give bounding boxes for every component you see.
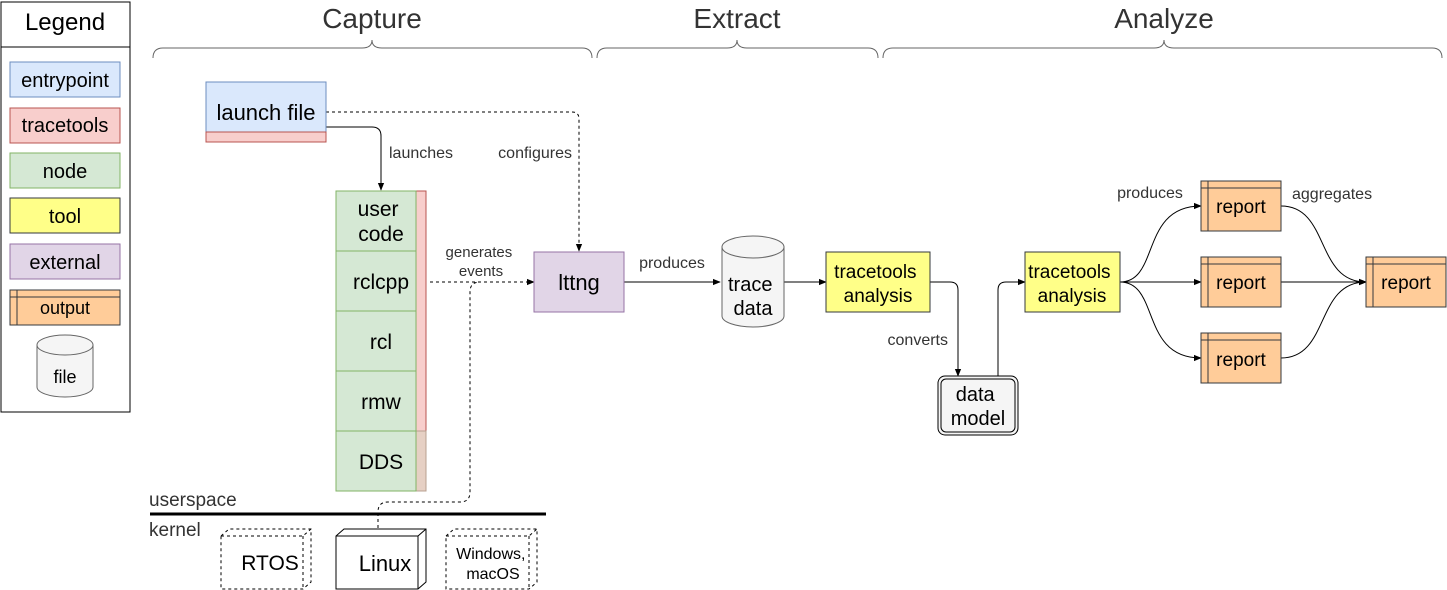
edge-aggregate-3 bbox=[1280, 278, 1367, 359]
svg-text:lttng: lttng bbox=[558, 270, 600, 295]
legend-title: Legend bbox=[25, 9, 105, 36]
edge-aggregate-1 bbox=[1280, 205, 1367, 286]
legend-node: node bbox=[9, 152, 121, 189]
svg-text:RTOS: RTOS bbox=[241, 552, 299, 575]
edges bbox=[326, 111, 1367, 528]
phase-headers: Capture Extract Analyze bbox=[152, 3, 1443, 59]
svg-text:external: external bbox=[29, 252, 100, 274]
svg-text:rcl: rcl bbox=[370, 331, 392, 354]
edge-converts bbox=[930, 281, 962, 377]
legend-entrypoint: entrypoint bbox=[9, 61, 121, 98]
svg-text:tool: tool bbox=[49, 206, 81, 228]
svg-text:user code: user code bbox=[358, 198, 405, 246]
svg-text:report: report bbox=[1216, 197, 1266, 218]
node-trace-data: trace data bbox=[721, 235, 785, 328]
legend-file: file bbox=[36, 334, 94, 398]
node-report-1: report bbox=[1200, 180, 1282, 232]
stack-user-code: user code bbox=[335, 190, 417, 252]
label-userspace: userspace bbox=[149, 490, 237, 511]
edge-report-1 bbox=[1119, 202, 1202, 283]
os-rtos: RTOS bbox=[220, 528, 312, 590]
svg-text:node: node bbox=[43, 161, 88, 183]
svg-text:rclcpp: rclcpp bbox=[353, 271, 409, 294]
label-configures: configures bbox=[498, 145, 572, 162]
stack-rmw: rmw bbox=[335, 370, 417, 432]
legend-tracetools: tracetools bbox=[9, 107, 121, 144]
svg-text:file: file bbox=[53, 367, 76, 387]
edge-model-to-analysis bbox=[997, 278, 1026, 376]
svg-text:Windows, macOS: Windows, macOS bbox=[456, 546, 530, 583]
phase-analyze: Analyze bbox=[1114, 3, 1214, 34]
svg-text:report: report bbox=[1381, 273, 1431, 294]
label-launches: launches bbox=[389, 145, 453, 162]
svg-text:output: output bbox=[40, 298, 90, 318]
os-windows-macos: Windows, macOS bbox=[445, 528, 538, 590]
node-report-2: report bbox=[1200, 256, 1282, 308]
legend-tool: tool bbox=[9, 197, 121, 234]
node-lttng: lttng bbox=[533, 251, 625, 313]
label-generates-events: generates events bbox=[446, 244, 517, 280]
node-report-3: report bbox=[1200, 332, 1282, 384]
svg-text:report: report bbox=[1216, 350, 1266, 371]
stack-rclcpp: rclcpp bbox=[335, 250, 417, 312]
node-data-model: data model bbox=[937, 375, 1019, 436]
svg-text:rmw: rmw bbox=[361, 391, 401, 414]
svg-text:trace data: trace data bbox=[728, 274, 778, 320]
svg-text:data model: data model bbox=[951, 384, 1005, 430]
edge-launches bbox=[326, 126, 385, 191]
legend-output: output bbox=[9, 289, 121, 326]
node-ros-stack: user code rclcpp rcl rmw DDS bbox=[335, 190, 427, 492]
label-converts: converts bbox=[888, 332, 948, 349]
node-final-report: report bbox=[1365, 256, 1447, 308]
legend-external: external bbox=[9, 243, 121, 280]
svg-text:tracetools analysis: tracetools analysis bbox=[1028, 262, 1116, 307]
stack-dds: DDS bbox=[335, 430, 417, 492]
label-kernel: kernel bbox=[149, 520, 201, 541]
node-tracetools-analysis-1: tracetools analysis bbox=[825, 251, 931, 313]
svg-text:report: report bbox=[1216, 273, 1266, 294]
svg-text:Linux: Linux bbox=[359, 551, 412, 576]
edge-report-3 bbox=[1119, 281, 1202, 362]
edge-configures bbox=[326, 111, 583, 252]
svg-text:launch file: launch file bbox=[216, 100, 315, 125]
svg-text:entrypoint: entrypoint bbox=[21, 70, 109, 92]
label-aggregates: aggregates bbox=[1292, 186, 1372, 203]
label-produces-trace: produces bbox=[639, 255, 705, 272]
phase-capture: Capture bbox=[322, 3, 422, 34]
os-linux: Linux bbox=[335, 528, 427, 590]
stack-rcl: rcl bbox=[335, 310, 417, 372]
legend: Legend entrypoint tracetools node tool e… bbox=[0, 1, 131, 413]
node-launch-file: launch file bbox=[205, 81, 327, 143]
svg-text:tracetools analysis: tracetools analysis bbox=[834, 262, 922, 307]
layer-boundary: userspace kernel bbox=[149, 490, 546, 541]
svg-text:DDS: DDS bbox=[359, 451, 403, 474]
phase-extract: Extract bbox=[693, 3, 780, 34]
svg-text:tracetools: tracetools bbox=[22, 115, 109, 137]
node-tracetools-analysis-2: tracetools analysis bbox=[1024, 251, 1121, 313]
label-produces-reports: produces bbox=[1117, 185, 1183, 202]
